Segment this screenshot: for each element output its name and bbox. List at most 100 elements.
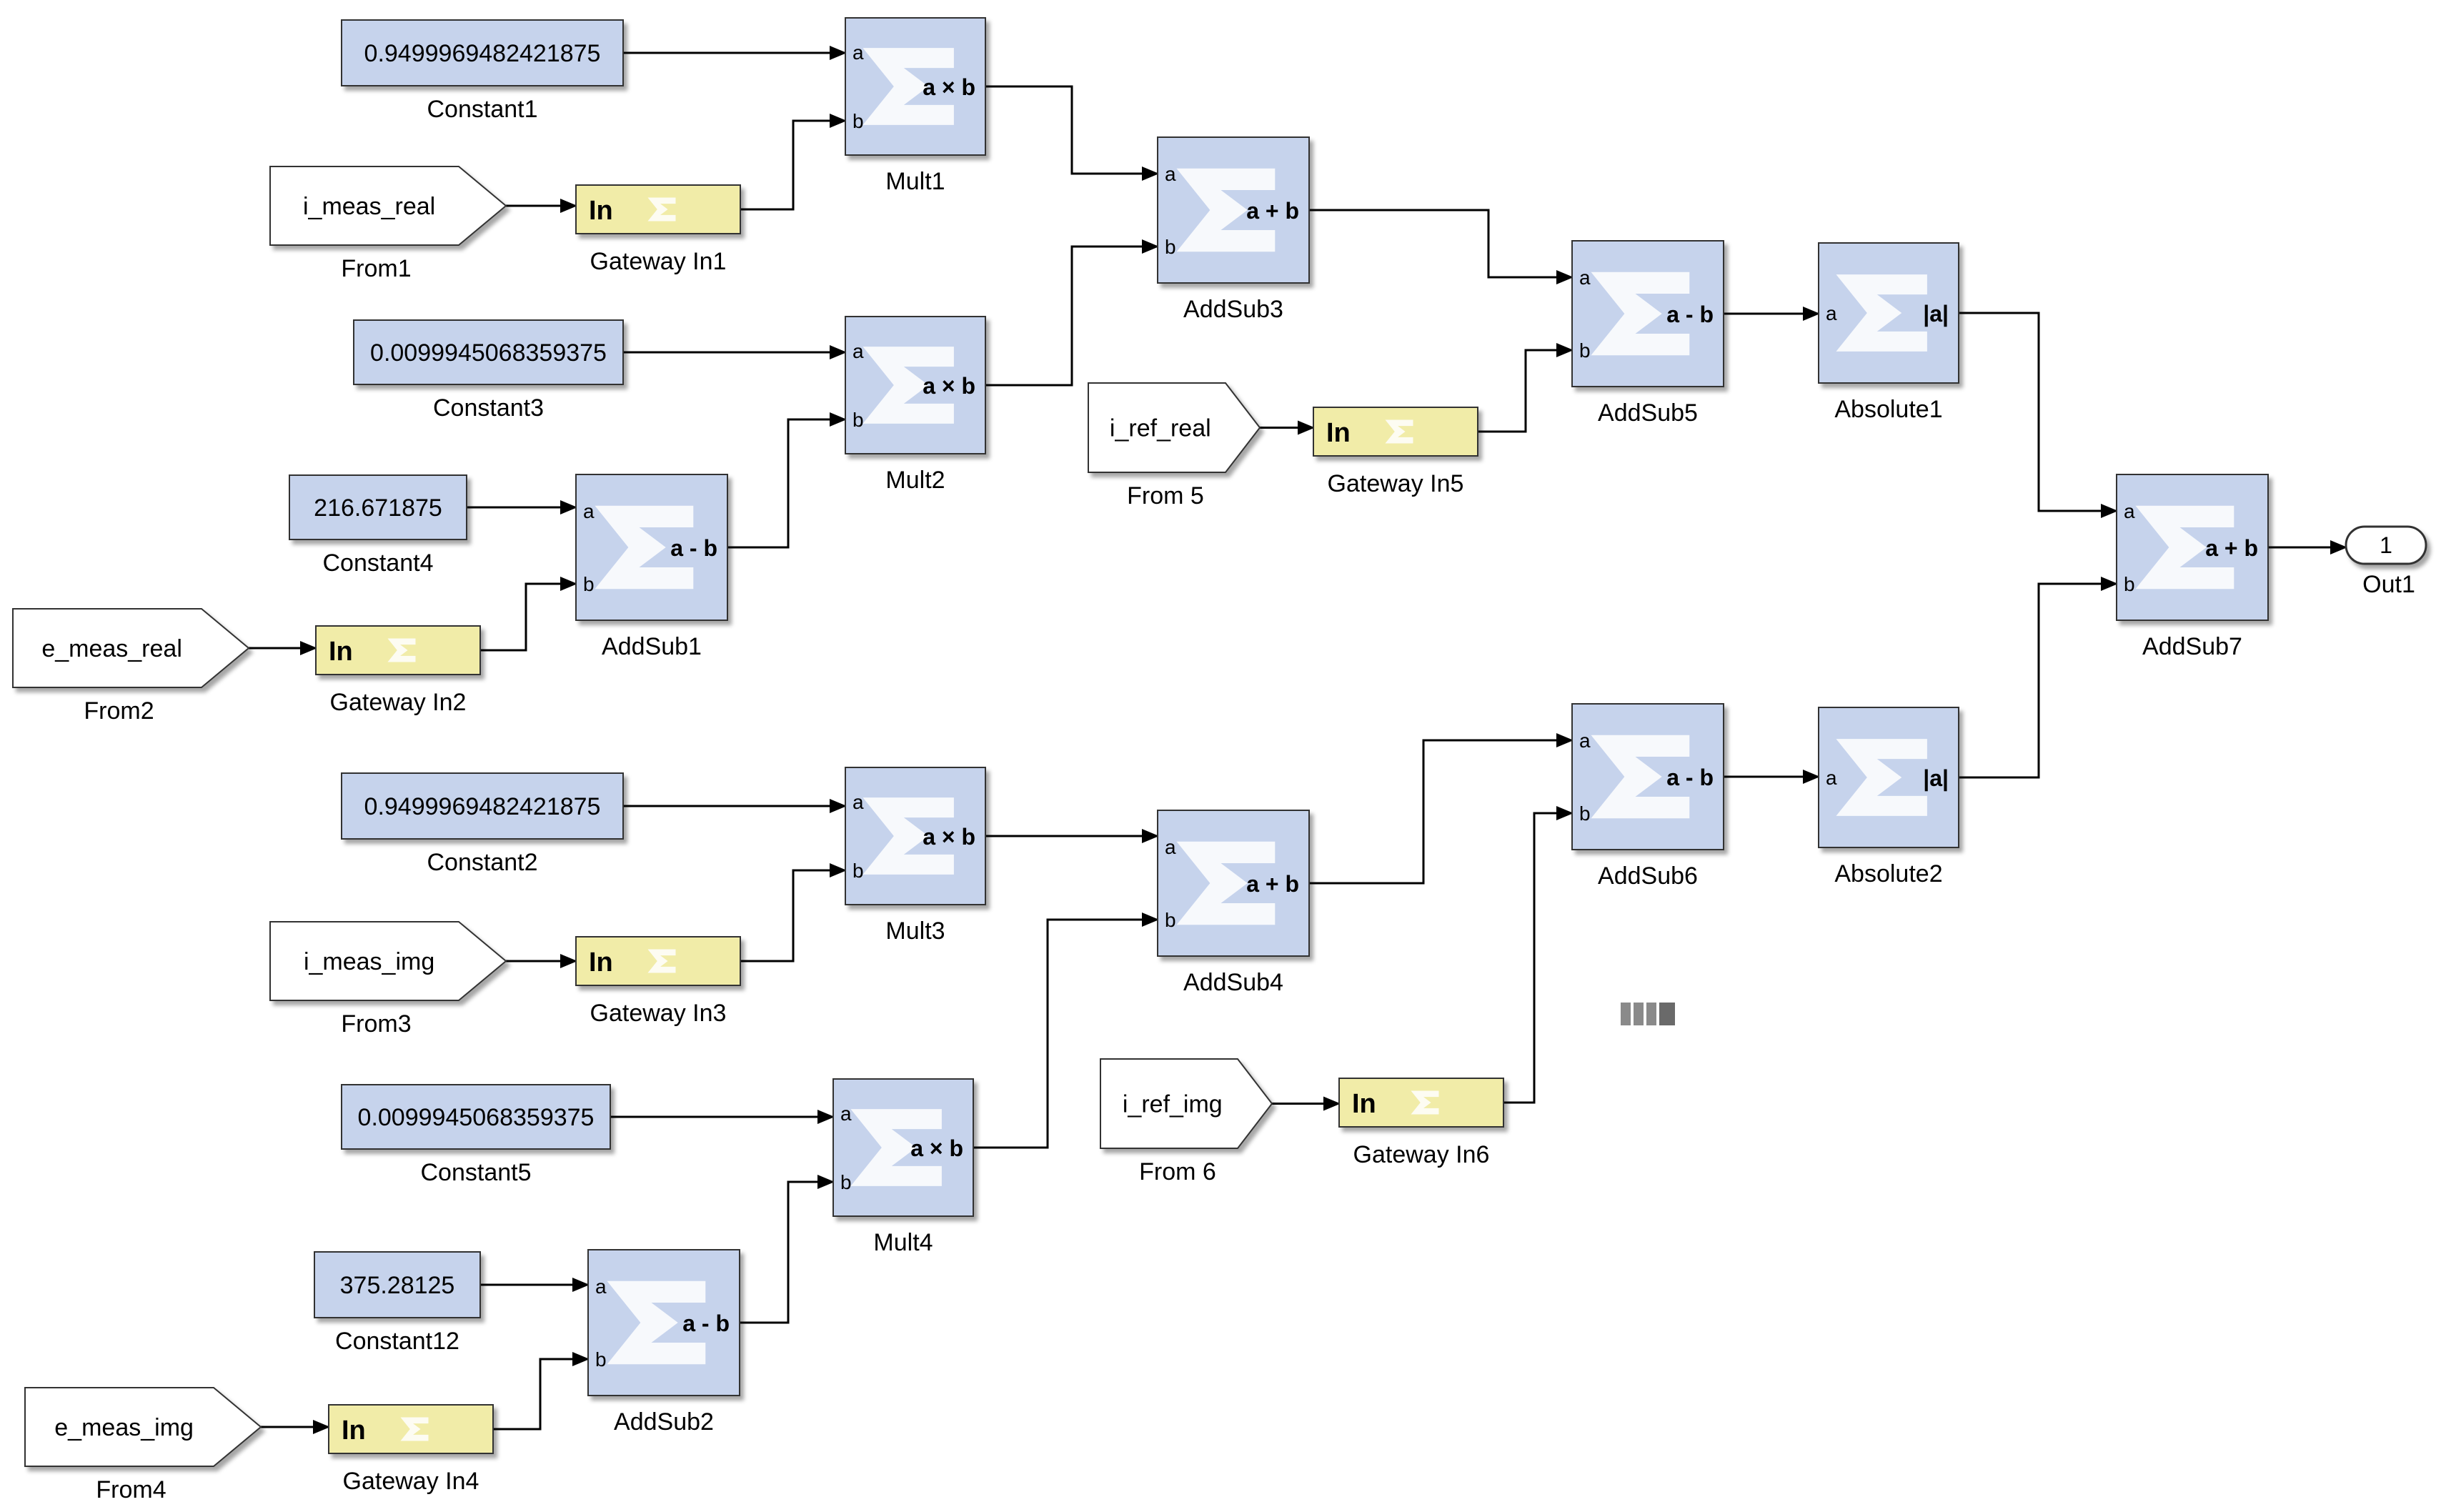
port-a-label: a (852, 41, 864, 64)
block-name: From 5 (1127, 482, 1204, 509)
port-b-label: b (1579, 339, 1591, 362)
xilinx-sigma-icon (1411, 1090, 1439, 1115)
math-op-block[interactable]: a b a - b AddSub5 (1571, 240, 1724, 427)
block-name: AddSub4 (1183, 969, 1283, 996)
port-b-label: b (1165, 909, 1176, 931)
signal-line[interactable] (1503, 806, 1574, 1104)
resize-handle-icon (1621, 1003, 1675, 1025)
port-a-label: a (1826, 767, 1837, 789)
misc-layer (1621, 1003, 1675, 1025)
constant-box (289, 474, 467, 540)
signal-line[interactable] (493, 1352, 590, 1431)
xilinx-sigma-icon (387, 638, 416, 662)
signal-line[interactable] (973, 912, 1159, 1149)
constant-value: 0.0099945068359375 (370, 339, 607, 367)
gateway-in-label: In (1352, 1089, 1376, 1119)
block-name: From1 (341, 255, 411, 282)
port-a-label: a (1579, 267, 1591, 289)
signal-line[interactable] (1959, 312, 2118, 518)
xilinx-sigma-icon (647, 949, 676, 973)
signal-line[interactable] (740, 114, 847, 211)
xilinx-sigma-icon (862, 347, 954, 424)
block-name: Gateway In4 (343, 1468, 479, 1495)
signal-line[interactable] (740, 1175, 835, 1324)
port-b-label: b (840, 1171, 852, 1193)
block-name: Gateway In1 (590, 248, 727, 275)
constant-box (341, 1084, 611, 1150)
operator-label: a - b (1666, 765, 1714, 790)
operator-label: a × b (923, 824, 975, 850)
constant-value: 375.28125 (340, 1272, 455, 1299)
block-name: From 6 (1139, 1158, 1216, 1185)
constant-box (341, 19, 624, 86)
absolute-block[interactable]: a|a|Absolute2 (1818, 707, 1959, 887)
constant-box (314, 1251, 481, 1318)
from-tag-shape (1100, 1058, 1273, 1149)
block-name: AddSub6 (1598, 862, 1698, 890)
xilinx-sigma-icon (1836, 274, 1927, 352)
signal-line[interactable] (1478, 343, 1574, 433)
absolute-block[interactable]: a|a|Absolute1 (1818, 242, 1959, 423)
xilinx-sigma-icon (647, 197, 676, 222)
xilinx-sigma-icon (1385, 419, 1413, 444)
block-name: From2 (84, 697, 154, 725)
signal-line[interactable] (985, 85, 1159, 181)
port-b-label: b (852, 110, 864, 132)
xilinx-sigma-icon (400, 1417, 429, 1441)
operator-label: a + b (1246, 198, 1299, 224)
port-a-label: a (852, 791, 864, 813)
port-a-label: a (1165, 163, 1176, 185)
block-name: Gateway In3 (590, 1000, 727, 1027)
signal-line[interactable] (480, 577, 577, 652)
signal-line[interactable] (1309, 733, 1574, 885)
constant-value: 0.9499969482421875 (364, 793, 601, 820)
from-tag-shape (1088, 382, 1261, 473)
block-name: Mult1 (885, 168, 945, 195)
block-name: Gateway In6 (1353, 1141, 1490, 1168)
signal-line[interactable] (727, 412, 847, 549)
gateway-in-label: In (589, 948, 613, 978)
port-a-label: a (595, 1275, 607, 1298)
block-name: AddSub5 (1598, 399, 1698, 427)
xilinx-sigma-icon (607, 1280, 706, 1365)
port-b-label: b (583, 573, 595, 595)
operator-label: a - b (1666, 302, 1714, 327)
signal-line[interactable] (1959, 577, 2118, 779)
block-name: Mult3 (885, 917, 945, 945)
port-b-label: b (2124, 573, 2135, 595)
port-a-label: a (840, 1103, 852, 1125)
signal-line[interactable] (985, 239, 1159, 387)
signal-line[interactable] (740, 863, 847, 963)
signal-line[interactable] (1309, 209, 1574, 284)
